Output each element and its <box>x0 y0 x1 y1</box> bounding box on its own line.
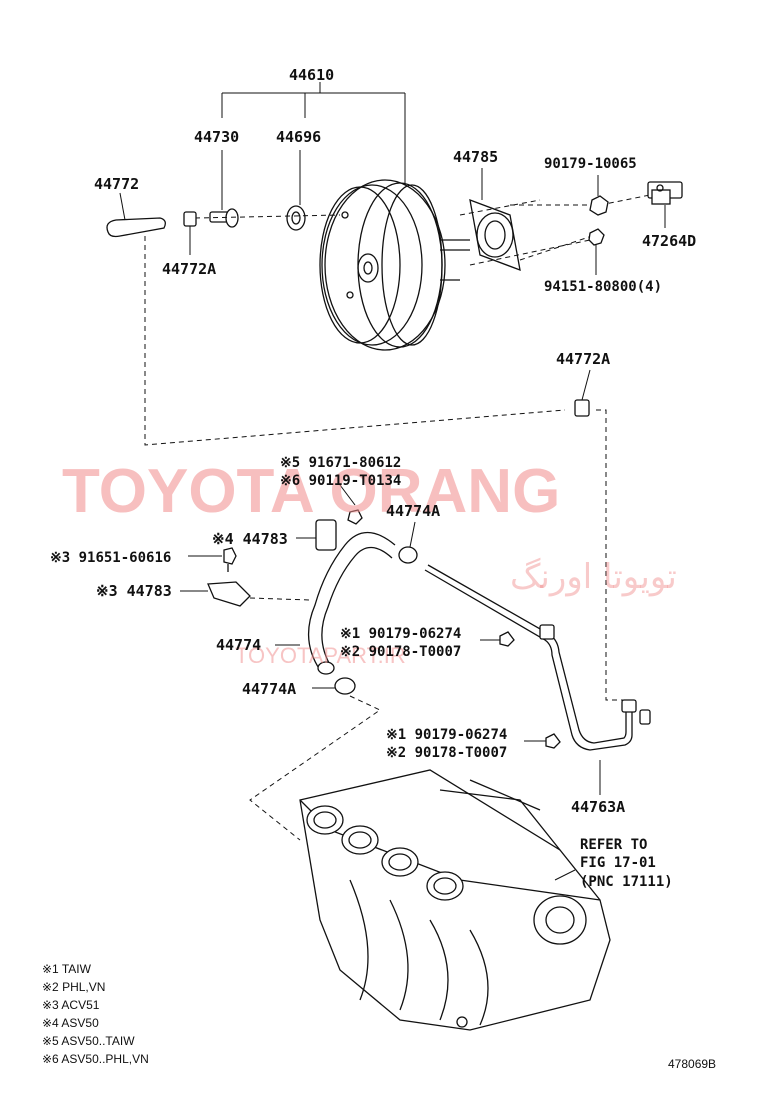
label-44783-asv50: ※4 44783 <box>212 530 288 548</box>
routing-line-manifold <box>249 695 382 841</box>
brake-booster <box>319 179 470 351</box>
pipe-44763A <box>424 564 651 795</box>
footnote-4: ※4 ASV50 <box>42 1016 99 1030</box>
watermark-url: TOYOTAPART.IR <box>235 643 406 668</box>
hose-44774 <box>275 532 396 675</box>
label-44774A-bottom: 44774A <box>242 680 296 698</box>
reference-line-1: REFER TO <box>580 837 647 853</box>
label-44610: 44610 <box>289 66 334 84</box>
axis-line-valve <box>194 214 341 219</box>
label-44772: 44772 <box>94 175 139 193</box>
clip-44772A-top <box>183 211 197 255</box>
nut-90179-06274-upper <box>480 631 515 647</box>
bracket-44783-upper <box>296 519 337 551</box>
check-valve-44730 <box>209 150 239 228</box>
label-44783-acv51: ※3 44783 <box>96 582 172 600</box>
routing-line-vacuum <box>144 236 566 446</box>
watermark-main: TOYOTA ORANG <box>62 457 560 526</box>
bolt-91671 <box>339 484 363 525</box>
label-44772A-top: 44772A <box>162 260 216 278</box>
footnote-2: ※2 PHL,VN <box>42 980 105 994</box>
intake-manifold <box>299 769 611 1031</box>
clip-44772A-right <box>574 369 591 417</box>
label-44774: 44774 <box>216 636 261 654</box>
watermark-persian: تویوتا اورنگ <box>510 557 677 597</box>
clamp-44774A-top <box>398 521 418 564</box>
projection-lines-top <box>459 194 651 266</box>
nut-90179-06274-lower <box>524 733 561 749</box>
label-44774A-top: 44774A <box>386 502 440 520</box>
bolt-91651 <box>188 547 237 572</box>
clevis-47264D <box>647 181 683 228</box>
label-90179-06274-lower: ※1 90179-06274 <box>386 727 507 743</box>
routing-line-right <box>596 409 625 701</box>
label-44772A-right: 44772A <box>556 350 610 368</box>
grommet-44696 <box>286 150 306 231</box>
label-94151-80800: 94151-80800(4) <box>544 279 662 295</box>
watermark: TOYOTA ORANG تویوتا اورنگ TOYOTAPART.IR <box>62 457 677 668</box>
part-labels: 44610 44730 44696 44772 44772A 44785 901… <box>50 66 696 816</box>
group-bracket-44610 <box>221 82 406 190</box>
label-44763A: 44763A <box>571 798 625 816</box>
label-44785: 44785 <box>453 148 498 166</box>
figure-id: 478069B <box>668 1057 716 1071</box>
label-91671-80612: ※5 91671-80612 <box>280 455 401 471</box>
label-90178-T0007-lower: ※2 90178-T0007 <box>386 745 507 761</box>
nut-90179-10065 <box>589 175 609 216</box>
footnote-3: ※3 ACV51 <box>42 998 100 1012</box>
hose-44772 <box>106 192 166 238</box>
reference-line-2: FIG 17-01 <box>580 855 656 871</box>
label-91651-60616: ※3 91651-60616 <box>50 550 171 566</box>
footnote-1: ※1 TAIW <box>42 962 92 976</box>
footnotes: ※1 TAIW ※2 PHL,VN ※3 ACV51 ※4 ASV50 ※5 A… <box>42 962 149 1066</box>
label-44696: 44696 <box>276 128 321 146</box>
label-90178-T0007-upper: ※2 90178-T0007 <box>340 644 461 660</box>
label-90179-10065: 90179-10065 <box>544 156 637 172</box>
label-90179-06274-upper: ※1 90179-06274 <box>340 626 461 642</box>
footnote-6: ※6 ASV50..PHL,VN <box>42 1052 149 1066</box>
clamp-44774A-bottom <box>312 677 356 695</box>
bracket-44783-lower <box>180 581 311 607</box>
nut-94151-80800 <box>588 228 605 275</box>
footnote-5: ※5 ASV50..TAIW <box>42 1034 135 1048</box>
gasket-44785 <box>469 168 521 272</box>
reference-note: REFER TO FIG 17-01 (PNC 17111) <box>580 837 673 890</box>
label-44730: 44730 <box>194 128 239 146</box>
label-90119-T0134: ※6 90119-T0134 <box>280 473 401 489</box>
reference-line-3: (PNC 17111) <box>580 874 673 890</box>
label-47264D: 47264D <box>642 232 696 250</box>
